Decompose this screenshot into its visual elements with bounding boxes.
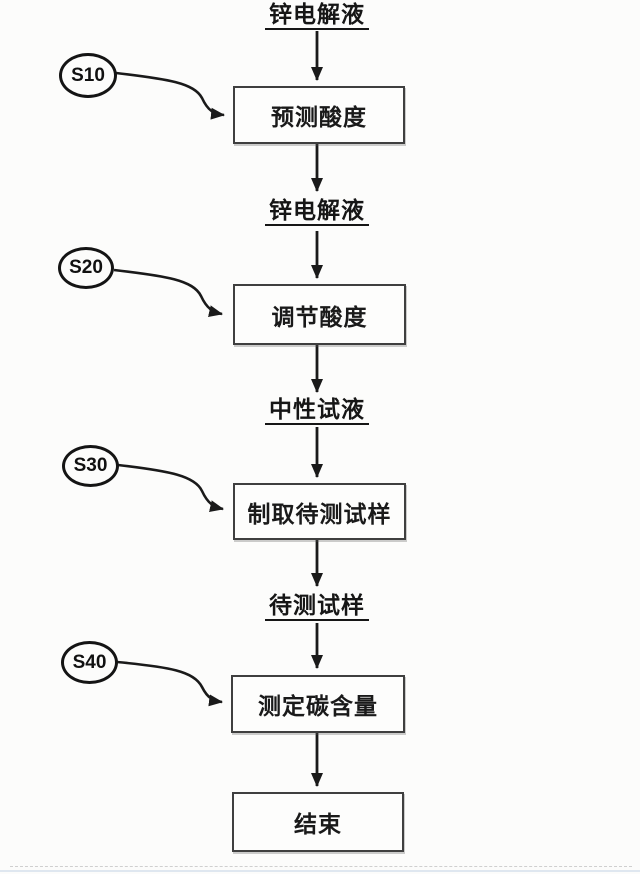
process-box-measure-carbon: 测定碳含量 [231, 675, 405, 733]
step-badge-s10: S10 [59, 53, 117, 98]
page-footer-divider-dashed [10, 866, 632, 867]
page-footer-divider [0, 870, 640, 872]
stream-label-zinc-electrolyte-1: 锌电解液 [265, 2, 369, 30]
process-box-predict-acidity: 预测酸度 [233, 86, 405, 144]
curve-s10-to-box1 [115, 71, 225, 120]
stream-label-zinc-electrolyte-2: 锌电解液 [265, 198, 369, 226]
curve-s20-to-box2 [113, 268, 223, 318]
process-box-adjust-acidity: 调节酸度 [233, 284, 406, 345]
process-box-prepare-sample: 制取待测试样 [233, 483, 406, 540]
stream-label-neutral-solution: 中性试液 [265, 397, 369, 425]
process-box-end: 结束 [232, 792, 404, 852]
curve-s30-to-box3 [117, 463, 224, 513]
step-badge-s40: S40 [61, 641, 118, 684]
step-badge-s30: S30 [62, 445, 119, 487]
stream-label-test-sample: 待测试样 [265, 593, 369, 621]
step-badge-s20: S20 [58, 247, 114, 289]
curve-s40-to-box4 [116, 660, 223, 707]
